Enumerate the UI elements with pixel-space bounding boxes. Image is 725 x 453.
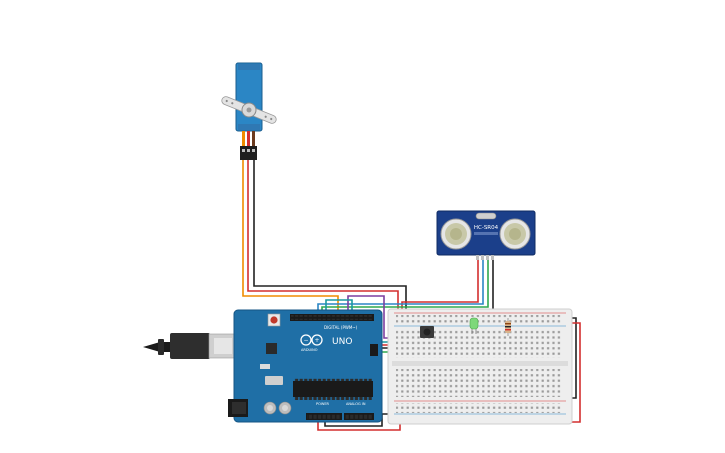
servo-mount-bottom: [238, 124, 260, 130]
power-jack[interactable]: [228, 399, 248, 417]
servo-motor[interactable]: [221, 62, 278, 160]
sensor-receiver: [499, 218, 531, 250]
reset-button[interactable]: [267, 313, 281, 327]
wire-power-gnd[interactable]: [324, 413, 394, 427]
led[interactable]: [469, 317, 479, 334]
wire-power-5v[interactable]: [317, 418, 401, 431]
breadboard-bottom-rail: [396, 403, 562, 413]
arduino-model: UNO: [332, 337, 352, 347]
wire-servo-signal[interactable]: [242, 160, 339, 314]
arduino-brand: ARDUINO: [301, 348, 318, 352]
voltage-regulator: [265, 376, 283, 385]
sensor-label: HC-SR04: [474, 225, 499, 231]
digital-label: DIGITAL (PWM~): [324, 325, 358, 330]
wire-servo-power[interactable]: [247, 160, 399, 322]
servo-mount-top: [238, 64, 260, 70]
sensor-pins: [476, 255, 494, 260]
resistor[interactable]: [505, 318, 511, 336]
breadboard-channel: [392, 361, 568, 366]
usb-chip: [266, 343, 277, 354]
sensor-transmitter: [440, 218, 472, 250]
analog-label: ANALOG IN: [346, 402, 366, 406]
atmega-chip: [293, 378, 373, 400]
power-label: POWER: [316, 402, 330, 406]
arduino-uno[interactable]: DIGITAL (PWM~) − + ARDUINO UNO: [143, 309, 383, 423]
servo-connector: [240, 146, 257, 160]
svg-text:−: −: [303, 337, 308, 344]
breadboard[interactable]: [387, 308, 573, 425]
wire-sensor-echo[interactable]: [321, 258, 489, 316]
ultrasonic-sensor[interactable]: HC-SR04: [436, 210, 536, 260]
pushbutton[interactable]: [420, 326, 434, 338]
svg-text:+: +: [314, 337, 319, 344]
arduino-logo: − +: [300, 334, 323, 346]
servo-body: [235, 62, 263, 132]
sensor-crystal: [475, 212, 497, 220]
breadboard-bottom-strip: [396, 369, 562, 397]
capacitors: [263, 401, 292, 415]
usb-cable[interactable]: [143, 333, 238, 359]
breadboard-top-rail: [396, 315, 562, 325]
icsp-header: [370, 344, 378, 356]
